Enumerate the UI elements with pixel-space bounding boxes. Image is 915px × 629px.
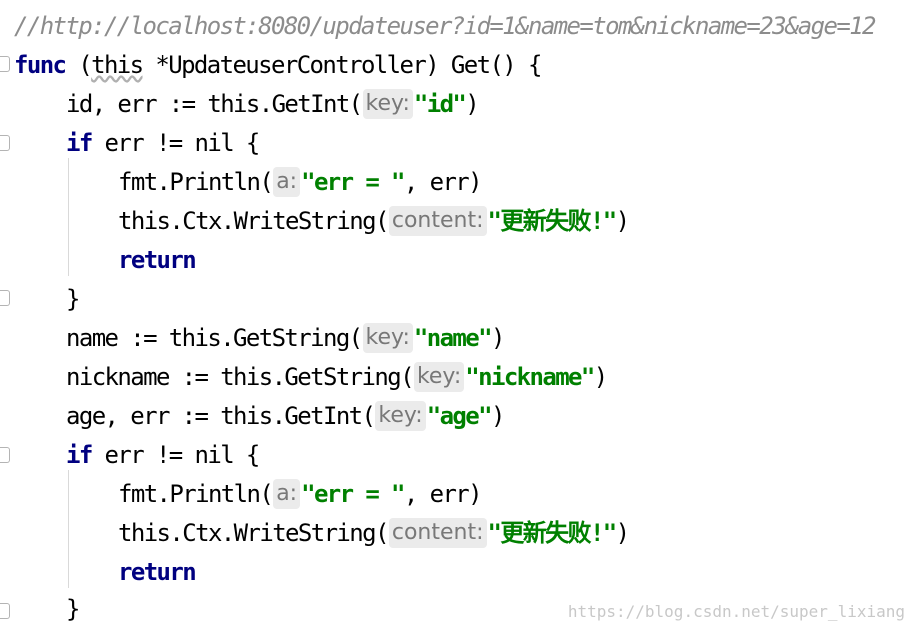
code-line[interactable]: id, err := this.GetInt(key:"id") [66, 86, 480, 122]
func-signature: *UpdateuserController) Get() { [142, 51, 542, 79]
code-line[interactable]: if err != nil { [66, 125, 261, 161]
code-text: err != nil { [91, 441, 261, 469]
code-line-comment[interactable]: //http://localhost:8080/updateuser?id=1&… [14, 8, 877, 44]
code-text: this.Ctx.WriteString( [118, 207, 389, 235]
string-literal: "name" [413, 324, 493, 352]
code-line[interactable]: } [66, 591, 80, 627]
fold-marker-icon[interactable] [0, 603, 10, 619]
code-text: ) [615, 519, 630, 547]
code-text: ) [490, 324, 505, 352]
string-literal: "age" [426, 402, 493, 430]
string-literal: "id" [413, 90, 467, 118]
fold-marker-icon[interactable] [0, 56, 10, 72]
code-line[interactable]: fmt.Println(a:"err = ", err) [118, 476, 483, 512]
func-keyword: func [14, 51, 67, 79]
paren-open: ( [65, 51, 92, 79]
code-line[interactable]: age, err := this.GetInt(key:"age") [66, 398, 505, 434]
param-hint: key: [375, 401, 426, 431]
param-hint: a: [273, 167, 301, 197]
closing-brace: } [66, 595, 80, 623]
param-hint: a: [273, 479, 301, 509]
indent-guide [68, 470, 69, 588]
string-literal: "err = " [301, 168, 405, 196]
receiver-this: this [91, 51, 144, 79]
code-line[interactable]: nickname := this.GetString(key:"nickname… [66, 359, 608, 395]
string-literal: "更新失败!" [487, 207, 618, 235]
code-line[interactable]: return [118, 554, 197, 590]
param-hint: key: [362, 89, 413, 119]
if-keyword: if [66, 441, 93, 469]
code-text: , err) [403, 168, 483, 196]
code-text: ) [615, 207, 630, 235]
code-text: fmt.Println( [118, 168, 274, 196]
string-literal: "nickname" [465, 363, 595, 391]
return-keyword: return [118, 558, 197, 586]
code-line[interactable]: if err != nil { [66, 437, 261, 473]
code-line[interactable]: this.Ctx.WriteString(content:"更新失败!") [118, 203, 630, 239]
code-line-func[interactable]: func (this *UpdateuserController) Get() … [14, 47, 542, 83]
string-literal: "err = " [301, 480, 405, 508]
code-line[interactable]: return [118, 242, 197, 278]
code-text: this.Ctx.WriteString( [118, 519, 389, 547]
param-hint: content: [388, 206, 487, 236]
code-text: ) [465, 90, 479, 118]
code-line[interactable]: fmt.Println(a:"err = ", err) [118, 164, 483, 200]
code-text: fmt.Println( [118, 480, 274, 508]
code-text: ) [490, 402, 505, 430]
param-hint: key: [362, 323, 413, 353]
param-hint: content: [388, 518, 487, 548]
code-text: name := this.GetString( [66, 324, 363, 352]
code-line[interactable]: this.Ctx.WriteString(content:"更新失败!") [118, 515, 630, 551]
code-line[interactable]: name := this.GetString(key:"name") [66, 320, 505, 356]
code-line[interactable]: } [66, 281, 80, 317]
fold-marker-icon[interactable] [0, 447, 10, 463]
url-comment: //http://localhost:8080/updateuser?id=1&… [14, 12, 877, 40]
closing-brace: } [66, 285, 80, 313]
fold-marker-icon[interactable] [0, 135, 10, 151]
code-text: nickname := this.GetString( [66, 363, 415, 391]
fold-marker-icon[interactable] [0, 290, 10, 306]
if-keyword: if [66, 129, 93, 157]
param-hint: key: [413, 362, 465, 392]
code-text: err != nil { [91, 129, 261, 157]
code-text: , err) [403, 480, 483, 508]
code-text: id, err := this.GetInt( [66, 90, 363, 118]
watermark: https://blog.csdn.net/super_lixiang [567, 602, 905, 621]
string-literal: "更新失败!" [487, 519, 618, 547]
indent-guide [68, 158, 69, 276]
return-keyword: return [118, 246, 197, 274]
code-text: ) [593, 363, 608, 391]
code-text: age, err := this.GetInt( [66, 402, 376, 430]
